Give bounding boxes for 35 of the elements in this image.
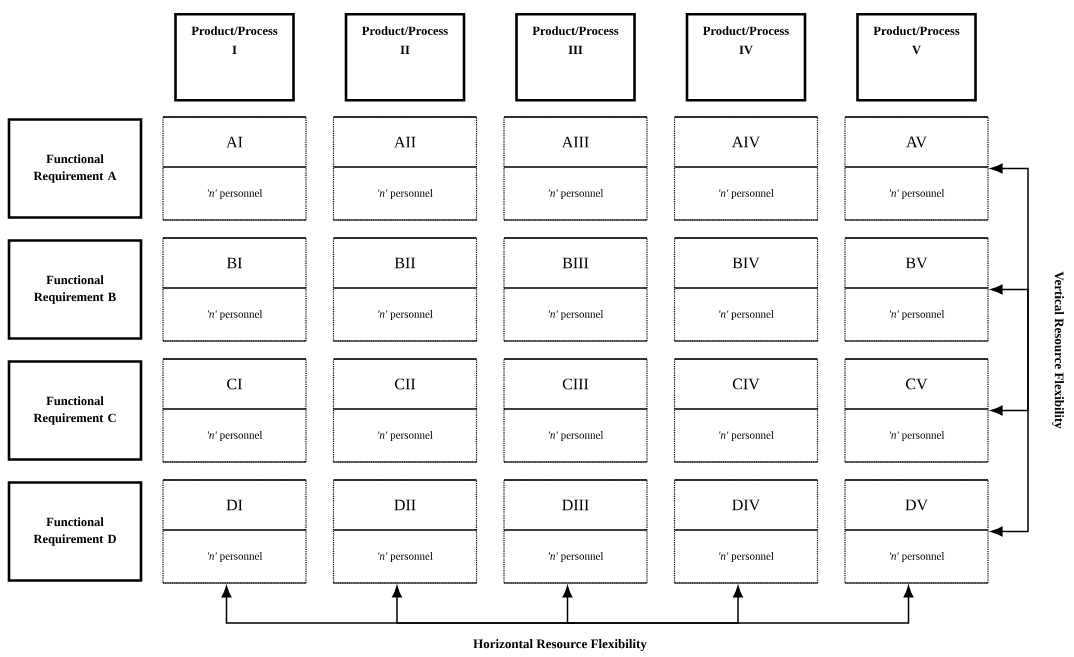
matrix-cell: CIV 'n' personnel (673, 358, 819, 463)
row-header-box: Functional Requirement C (7, 360, 143, 461)
column-header-box: Product/Process IV (685, 13, 807, 102)
matrix-cell: CIII 'n' personnel (503, 358, 648, 463)
column-header-box: Product/Process V (856, 13, 977, 102)
matrix-cell: DIII 'n' personnel (503, 479, 648, 584)
matrix-cell: BI 'n' personnel (162, 237, 307, 342)
column-header-box: Product/Process I (174, 13, 295, 102)
matrix-cell: CI 'n' personnel (162, 358, 307, 463)
matrix-cell: AII 'n' personnel (332, 116, 478, 221)
matrix-cell: AIII 'n' personnel (503, 116, 648, 221)
column-header-box: Product/Process II (344, 13, 466, 102)
matrix-cell: DIV 'n' personnel (673, 479, 819, 584)
matrix-cell: DII 'n' personnel (332, 479, 478, 584)
matrix-cell: DV 'n' personnel (844, 479, 989, 584)
arrow (990, 284, 1029, 352)
matrix-cell: BII 'n' personnel (332, 237, 478, 342)
matrix-cell: AIV 'n' personnel (673, 116, 819, 221)
arrow (990, 350, 1029, 537)
arrow (574, 585, 914, 624)
matrix-cell: DI 'n' personnel (162, 479, 307, 584)
matrix-cell: AV 'n' personnel (844, 116, 989, 221)
row-header-box: Functional Requirement A (7, 118, 143, 219)
matrix-cell: AI 'n' personnel (162, 116, 307, 221)
row-header-box: Functional Requirement D (7, 481, 143, 582)
matrix-cell: CV 'n' personnel (844, 358, 989, 463)
axis-label: Vertical Resource Flexibility (1052, 271, 1064, 429)
row-header-box: Functional Requirement B (7, 239, 143, 340)
column-header-box: Product/Process III (515, 13, 636, 102)
matrix-cell: CII 'n' personnel (332, 358, 478, 463)
matrix-cell: BV 'n' personnel (844, 237, 989, 342)
matrix-cell: BIII 'n' personnel (503, 237, 648, 342)
matrix-cell: BIV 'n' personnel (673, 237, 819, 342)
arrow (562, 585, 577, 624)
axis-label: Horizontal Resource Flexibility (473, 639, 647, 651)
